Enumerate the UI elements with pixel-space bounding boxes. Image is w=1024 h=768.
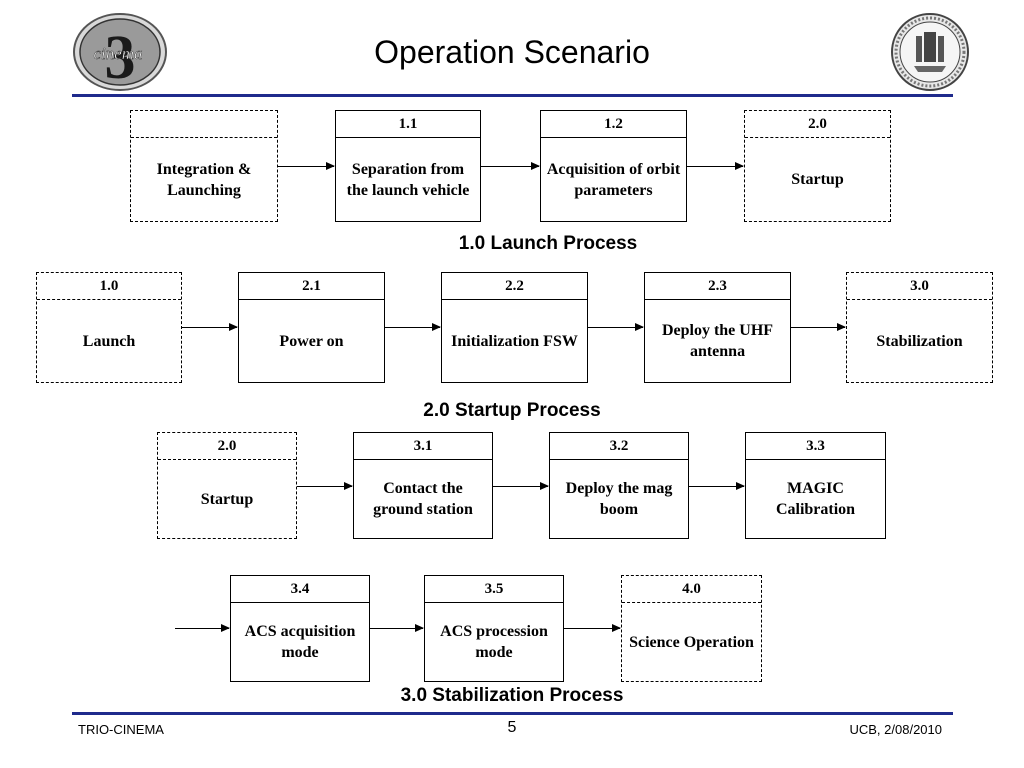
flow-arrow [385, 323, 441, 331]
flow-arrow [278, 162, 335, 170]
box-label: ACS procession mode [440, 623, 548, 661]
box-number: 1.1 [336, 111, 480, 138]
flow-arrow [493, 482, 549, 490]
box-3-2: 3.2 Deploy the mag boom [549, 432, 689, 539]
box-number: 2.0 [745, 111, 890, 138]
box-number [131, 111, 277, 138]
flow-arrow [689, 482, 745, 490]
caption-stabilization-process: 3.0 Stabilization Process [400, 685, 624, 706]
box-2-0-startup: 2.0 Startup [744, 110, 891, 222]
box-number: 1.0 [37, 273, 181, 300]
box-label: Separation from the launch vehicle [346, 160, 470, 199]
page-number: 5 [507, 719, 517, 736]
footer-left-text: TRIO-CINEMA [78, 722, 164, 737]
box-3-4: 3.4 ACS acquisition mode [230, 575, 370, 682]
footer-divider [72, 712, 953, 715]
box-number: 2.2 [442, 273, 587, 300]
box-number: 2.0 [158, 433, 296, 460]
flow-arrow [687, 162, 744, 170]
box-number: 3.1 [354, 433, 492, 460]
box-label: Contact the ground station [373, 480, 473, 518]
box-3-1: 3.1 Contact the ground station [353, 432, 493, 539]
flow-arrow [175, 624, 230, 632]
box-label: Initialization FSW [451, 332, 578, 350]
box-number: 3.2 [550, 433, 688, 460]
cinema-logo: 3 cinema [72, 12, 168, 92]
box-2-2: 2.2 Initialization FSW [441, 272, 588, 383]
box-number: 3.0 [847, 273, 992, 300]
box-label: Power on [279, 332, 344, 350]
box-number: 2.1 [239, 273, 384, 300]
flow-arrow [564, 624, 621, 632]
footer-right-text: UCB, 2/08/2010 [849, 722, 942, 737]
box-number: 1.2 [541, 111, 686, 138]
box-1-2: 1.2 Acquisition of orbit parameters [540, 110, 687, 222]
box-4-0-science-operation: 4.0 Science Operation [621, 575, 762, 682]
logo-text: cinema [93, 44, 142, 63]
logo-numeral: 3 [105, 24, 136, 92]
box-2-0-startup-ref: 2.0 Startup [157, 432, 297, 539]
box-number: 3.4 [231, 576, 369, 603]
box-2-1: 2.1 Power on [238, 272, 385, 383]
page-title: Operation Scenario [374, 34, 650, 70]
box-label: Startup [791, 171, 844, 188]
box-1-1: 1.1 Separation from the launch vehicle [335, 110, 481, 222]
header-divider [72, 94, 953, 97]
flow-arrow [182, 323, 238, 331]
box-number: 3.5 [425, 576, 563, 603]
box-number: 2.3 [645, 273, 790, 300]
box-label: ACS acquisition mode [244, 623, 356, 661]
box-number: 3.3 [746, 433, 885, 460]
box-3-0-stabilization: 3.0 Stabilization [846, 272, 993, 383]
box-label: Acquisition of orbit parameters [546, 160, 681, 199]
box-label: Deploy the UHF antenna [661, 322, 774, 360]
box-3-3: 3.3 MAGIC Calibration [745, 432, 886, 539]
caption-startup-process: 2.0 Startup Process [423, 400, 601, 421]
caption-launch-process: 1.0 Launch Process [458, 233, 638, 254]
flow-arrow [297, 482, 353, 490]
box-integration-launching: Integration & Launching [130, 110, 278, 222]
box-label: Launch [82, 332, 136, 350]
box-3-5: 3.5 ACS procession mode [424, 575, 564, 682]
flow-arrow [370, 624, 424, 632]
box-number: 4.0 [622, 576, 761, 603]
flow-arrow [791, 323, 846, 331]
university-seal-icon [890, 12, 970, 92]
box-label: Integration & Launching [156, 160, 252, 199]
box-1-0-launch: 1.0 Launch [36, 272, 182, 383]
box-label: Deploy the mag boom [565, 480, 673, 518]
box-2-3: 2.3 Deploy the UHF antenna [644, 272, 791, 383]
box-label: Startup [200, 490, 254, 508]
box-label: Stabilization [876, 332, 963, 350]
box-label: MAGIC Calibration [775, 480, 856, 518]
box-label: Science Operation [629, 633, 754, 651]
flow-arrow [588, 323, 644, 331]
flow-arrow [481, 162, 540, 170]
